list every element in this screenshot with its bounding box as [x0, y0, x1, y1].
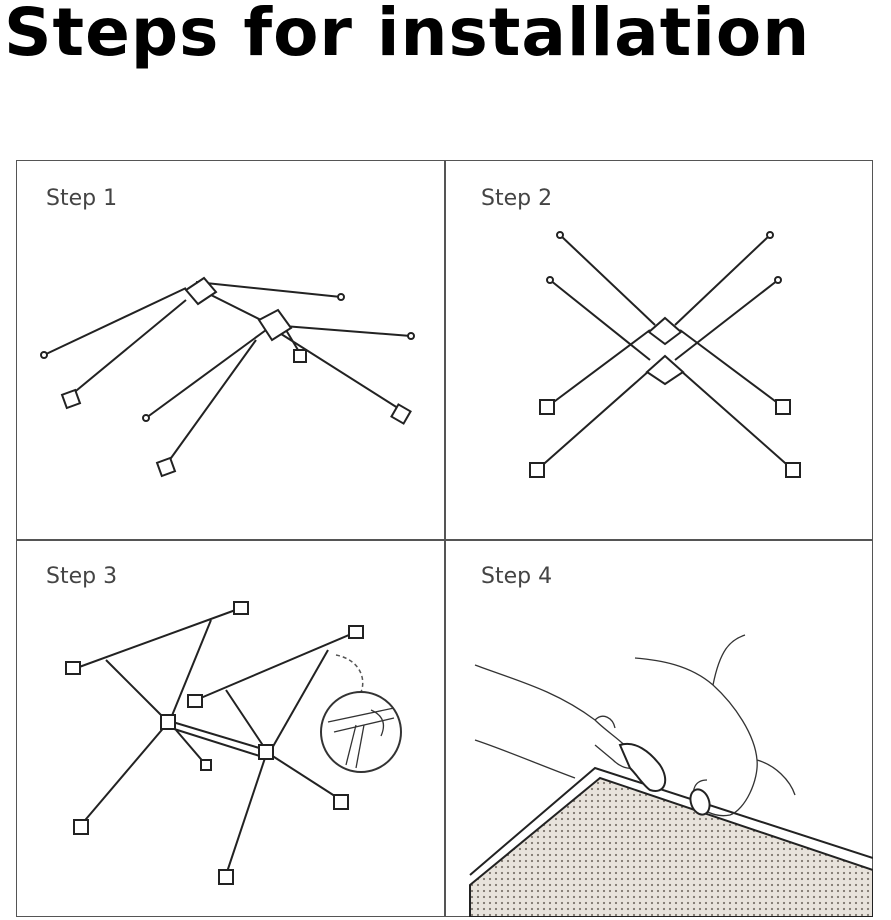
step-4-label: Step 4 [481, 564, 553, 589]
step-4-illustration [469, 634, 873, 917]
step-3-label: Step 3 [46, 564, 118, 589]
step-1-illustration [40, 276, 415, 478]
page-title: Steps for installation [4, 0, 811, 71]
grid-divider-horizontal [16, 539, 873, 541]
step-2-illustration [529, 231, 801, 478]
step-3-illustration [65, 601, 402, 885]
step-2-label: Step 2 [481, 186, 553, 211]
grid-divider-vertical [444, 160, 446, 917]
step-1-label: Step 1 [46, 186, 118, 211]
